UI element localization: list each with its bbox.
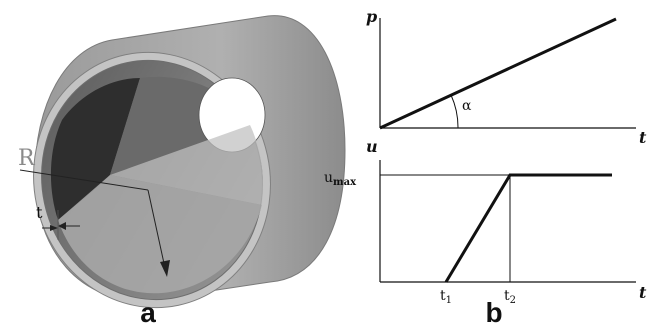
t1-symbol: t bbox=[440, 288, 446, 304]
pressure-ramp-line bbox=[379, 17, 617, 130]
radius-line-2 bbox=[147, 189, 166, 269]
thickness-arrow-left-head bbox=[50, 225, 58, 231]
t2-symbol: t bbox=[504, 288, 510, 304]
graph-pressure: α p t u bbox=[366, 7, 647, 156]
pipe-drawing: R t bbox=[18, 15, 346, 309]
displacement-curve bbox=[444, 173, 612, 283]
thickness-arrow-right-head bbox=[58, 222, 66, 230]
pipe-light-sector bbox=[110, 125, 264, 205]
angle-label: α bbox=[462, 98, 472, 114]
radius-label: R bbox=[18, 146, 36, 171]
bottom-x-axis-label: t bbox=[639, 283, 647, 302]
radius-line bbox=[19, 169, 149, 191]
pipe-inner-shadow bbox=[50, 78, 140, 220]
pipe-inner-floor bbox=[58, 175, 262, 294]
panel-a-label: a bbox=[140, 297, 156, 328]
top-x-axis-label: t bbox=[639, 128, 647, 147]
radius-arrow-head bbox=[160, 260, 170, 277]
t1-label: t1 bbox=[440, 288, 452, 306]
graph-displacement: umax t1 t2 t bbox=[324, 160, 647, 306]
umax-subscript: max bbox=[333, 177, 357, 188]
angle-arc bbox=[450, 94, 459, 129]
panel-b-label: b bbox=[485, 297, 502, 328]
top-y-axis-label: p bbox=[366, 7, 377, 26]
umax-symbol: u bbox=[324, 170, 333, 186]
umax-label: umax bbox=[324, 170, 357, 188]
t1-subscript: 1 bbox=[446, 295, 452, 306]
thickness-label: t bbox=[36, 203, 43, 222]
origin-label: u bbox=[366, 137, 378, 156]
t2-subscript: 2 bbox=[510, 295, 516, 306]
t2-label: t2 bbox=[504, 288, 516, 306]
